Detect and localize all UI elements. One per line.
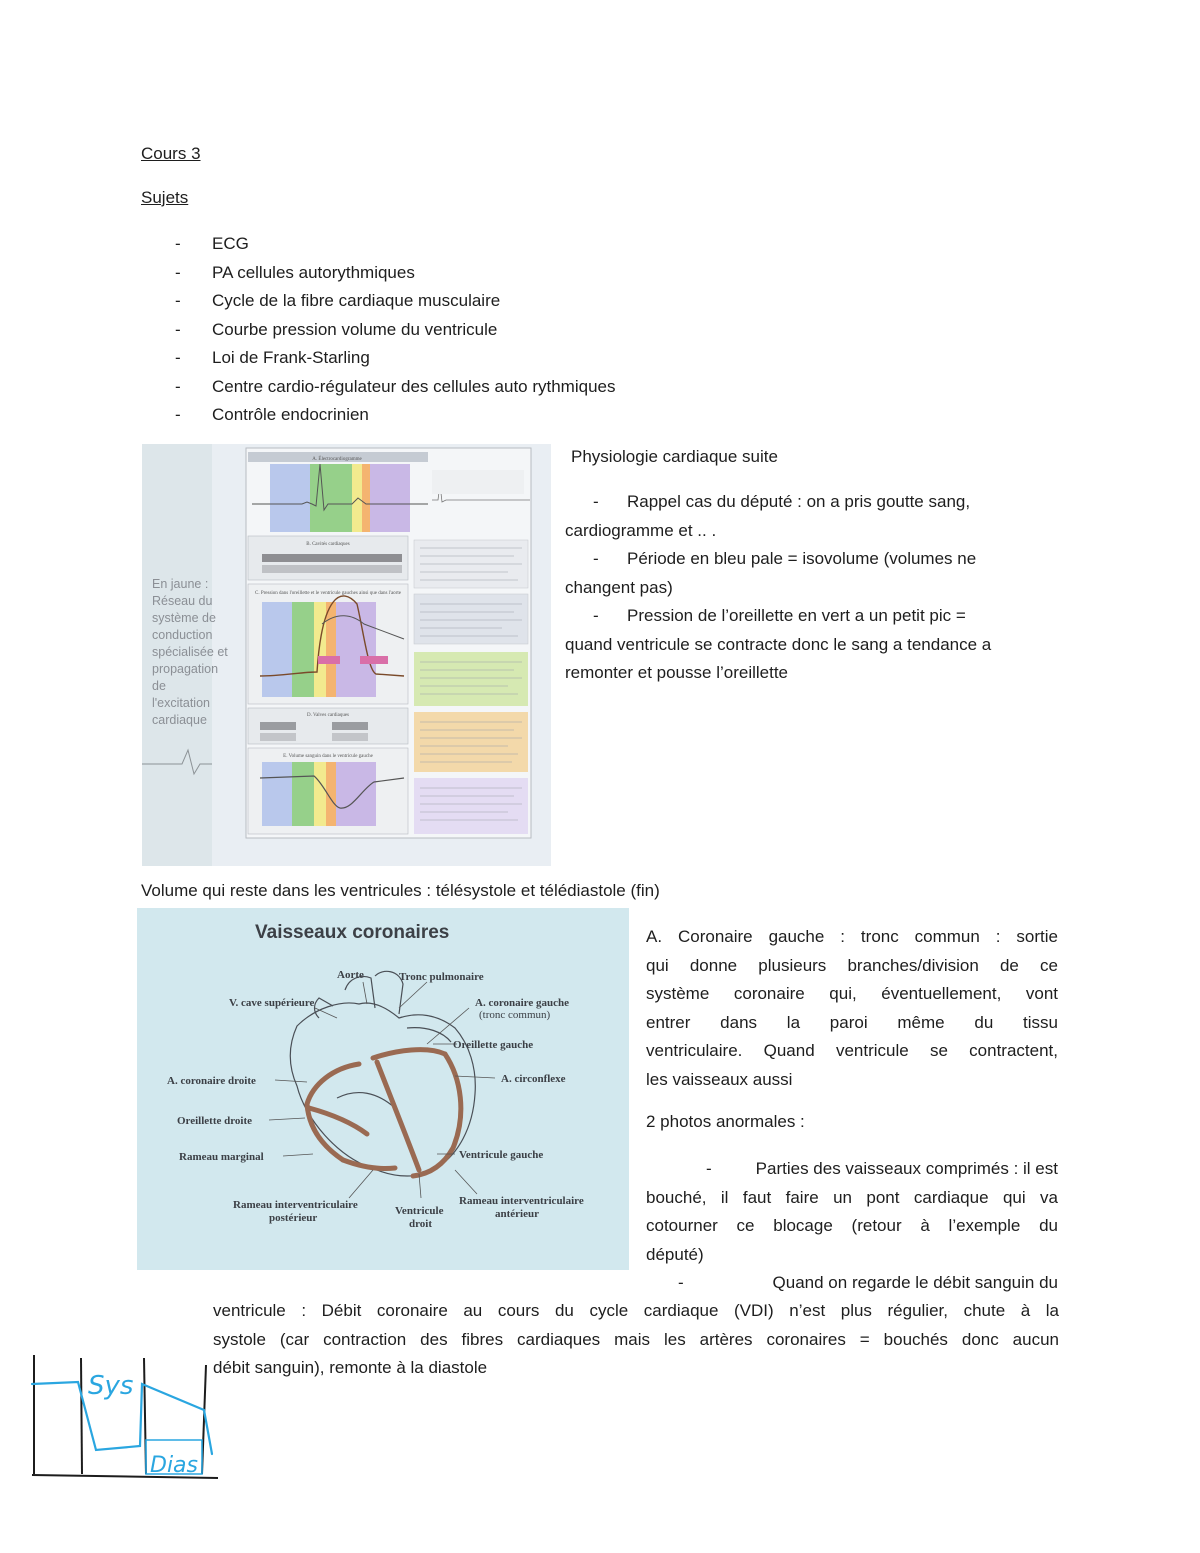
list-item: Courbe pression volume du ventricule [175, 316, 875, 345]
note-line: bouché, il faut faire un pont cardiaque … [646, 1187, 1058, 1207]
notes-block-2: A. Coronaire gauche : tronc commun : sor… [646, 923, 1058, 1094]
notes-block-1: -Rappel cas du député : on a pris goutte… [565, 488, 1065, 688]
coronary-vessels-slide-photo: Vaisseaux coronaires [137, 908, 629, 1270]
note-line: changent pas) [565, 577, 673, 597]
label-acg: A. coronaire gauche [475, 997, 569, 1009]
label-vd-sub: droit [409, 1218, 432, 1230]
slide-caption-line: Réseau du [152, 594, 213, 608]
note-line: -Pression de l’oreillette en vert a un p… [593, 606, 966, 625]
slide-caption-line: En jaune : [152, 577, 208, 591]
list-item: PA cellules autorythmiques [175, 259, 875, 288]
slide-caption-line: système de [152, 611, 216, 625]
note-line: qui donne plusieurs branches/division de… [646, 955, 1058, 975]
note-line: système coronaire qui, éventuellement, v… [646, 984, 1058, 1003]
notes-block-4: ventricule : Débit coronaire au cours du… [213, 1297, 1059, 1383]
slide-caption-line: propagation [152, 662, 218, 676]
panel-e-title: E. Volume sanguin dans le ventricule gau… [283, 754, 373, 759]
note-text: Quand on regarde le débit sanguin du [772, 1273, 1058, 1292]
panel-c-title: C. Pression dans l'oreillette et le vent… [255, 591, 402, 596]
label-acd: A. coronaire droite [167, 1075, 256, 1087]
note-line: ventriculaire. Quand ventricule se contr… [646, 1041, 1058, 1060]
note-line: ventricule : Débit coronaire au cours du… [213, 1301, 1059, 1320]
label-tronc-pulmonaire: Tronc pulmonaire [399, 971, 484, 983]
slide-title: Vaisseaux coronaires [255, 922, 449, 943]
label-og: Oreillette gauche [453, 1039, 533, 1051]
label-riv-ant: Rameau interventriculaire [459, 1195, 584, 1207]
label-vcs: V. cave supérieure [229, 997, 315, 1009]
sketch-sys-label: Sys [88, 1371, 133, 1401]
slide-caption-line: cardiaque [152, 713, 207, 727]
label-rm: Rameau marginal [179, 1151, 264, 1163]
course-title: Cours 3 [141, 144, 201, 163]
label-riv-post: Rameau interventriculaire [233, 1199, 358, 1211]
note-line: -Quand on regarde le débit sanguin du [646, 1269, 1058, 1298]
slide-caption-line: conduction [152, 628, 213, 642]
note-line: cardiogramme et .. . [565, 520, 717, 540]
notes-block-3: -Parties des vaisseaux comprimés : il es… [646, 1155, 1058, 1298]
label-circ: A. circonflexe [501, 1073, 566, 1085]
slide-caption-line: l'excitation [152, 696, 210, 710]
panel-b-title: B. Cavités cardiaques [306, 542, 350, 547]
list-item: Centre cardio-régulateur des cellules au… [175, 373, 875, 402]
label-riv-post-sub: postérieur [269, 1212, 317, 1224]
slide-caption-line: spécialisée et [152, 645, 228, 659]
note-line: A. Coronaire gauche : tronc commun : sor… [646, 927, 1058, 946]
note-line: quand ventricule se contracte donc le sa… [565, 634, 992, 654]
list-item: Contrôle endocrinien [175, 401, 875, 430]
note-line: député) [646, 1244, 704, 1264]
panel-d-title: D. Valves cardiaques [307, 713, 349, 718]
note-line: cotourner ce blocage (retour à l’exemple… [646, 1216, 1058, 1235]
label-vd: Ventricule [395, 1205, 444, 1217]
physiology-title: Physiologie cardiaque suite [571, 447, 778, 466]
sketch-dias-box [145, 1439, 203, 1475]
note-line: remonter et pousse l’oreillette [565, 663, 789, 682]
label-aorte: Aorte [337, 969, 364, 981]
label-riv-ant-sub: antérieur [495, 1208, 539, 1220]
note-text: Période en bleu pale = isovolume (volume… [627, 549, 977, 568]
volume-line: Volume qui reste dans les ventricules : … [141, 881, 660, 900]
note-text: Pression de l’oreillette en vert a un pe… [627, 606, 966, 625]
coronary-vessels-diagram: Vaisseaux coronaires [137, 908, 629, 1270]
note-line: -Période en bleu pale = isovolume (volum… [593, 549, 977, 568]
subjects-list: ECG PA cellules autorythmiques Cycle de … [175, 230, 875, 430]
note-line: -Parties des vaisseaux comprimés : il es… [646, 1155, 1058, 1184]
label-od: Oreillette droite [177, 1115, 252, 1127]
sys-dias-sketch: Sys Dias [30, 1355, 219, 1479]
note-line: les vaisseaux aussi [646, 1069, 793, 1089]
note-line: systole (car contraction des fibres card… [213, 1329, 1059, 1349]
cardiac-cycle-diagram: En jaune : Réseau du système de conducti… [142, 444, 551, 866]
note-text: Rappel cas du député : on a pris goutte … [627, 492, 971, 511]
note-text: Parties des vaisseaux comprimés : il est [755, 1159, 1058, 1178]
list-item: Loi de Frank-Starling [175, 344, 875, 373]
label-acg-sub: (tronc commun) [479, 1009, 551, 1021]
svg-text:En jaune : Réseau du: En jaune : Réseau du système de conducti… [152, 577, 231, 727]
note-line: entrer dans la paroi même du tissu [646, 1012, 1058, 1032]
list-item: ECG [175, 230, 875, 259]
subjects-heading: Sujets [141, 188, 189, 207]
cardiac-cycle-slide-photo: En jaune : Réseau du système de conducti… [142, 444, 551, 866]
label-vg: Ventricule gauche [459, 1149, 543, 1161]
abnormal-photos-label: 2 photos anormales : [646, 1112, 805, 1131]
note-line: débit sanguin), remonte à la diastole [213, 1358, 488, 1377]
slide-caption-line: de [152, 679, 166, 693]
panel-a-title: A. Électrocardiogramme [312, 456, 362, 462]
handwritten-sketch: Sys Dias [26, 1350, 226, 1490]
note-line: -Rappel cas du député : on a pris goutte… [593, 492, 971, 511]
list-item: Cycle de la fibre cardiaque musculaire [175, 287, 875, 316]
